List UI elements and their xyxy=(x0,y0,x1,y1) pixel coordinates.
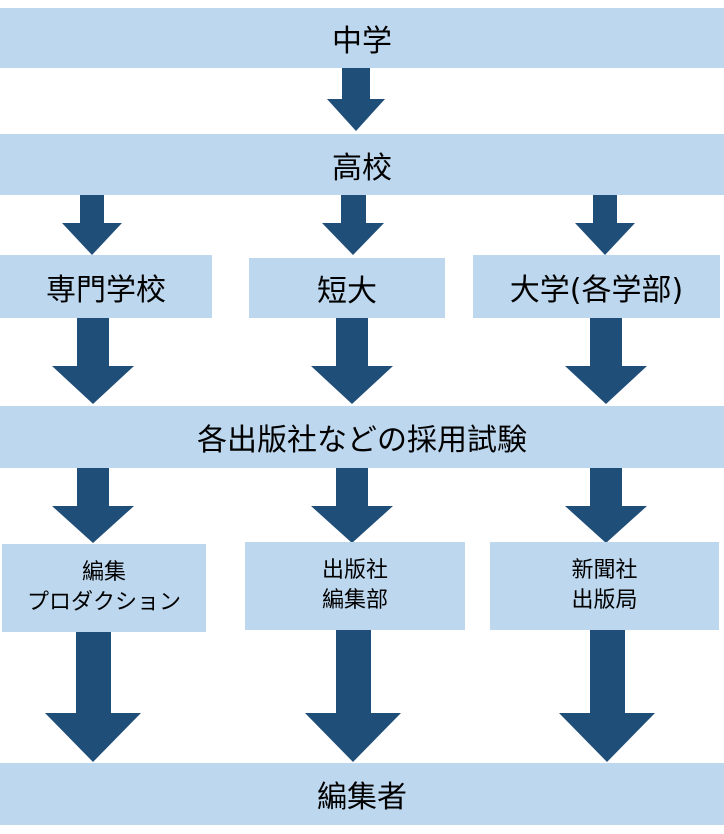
production-line1: 編集 xyxy=(81,560,126,585)
arrow-newspaper-to-editor xyxy=(559,630,655,762)
high-school-label: 高校 xyxy=(332,150,392,186)
vocational-school-box: 専門学校 xyxy=(0,255,212,318)
newspaper-line1: 新聞社 xyxy=(571,558,638,583)
production-box: 編集 プロダクション xyxy=(2,544,206,632)
exam-label: 各出版社などの採用試験 xyxy=(197,423,527,458)
high-school-box: 高校 xyxy=(0,134,724,195)
publisher-line1: 出版社 xyxy=(321,558,388,583)
arrow-exam-to-production xyxy=(52,468,134,543)
arrow-production-to-editor xyxy=(45,630,141,762)
production-line2: プロダクション xyxy=(26,590,181,615)
newspaper-line2: 出版局 xyxy=(571,588,638,613)
publisher-box: 出版社 編集部 xyxy=(245,542,465,630)
junior-high-box: 中学 xyxy=(0,8,724,68)
editor-box: 編集者 xyxy=(0,763,724,825)
arrow-vocational-to-exam xyxy=(52,318,134,404)
publisher-line2: 編集部 xyxy=(321,588,388,613)
arrow-exam-to-newspaper xyxy=(565,468,647,543)
arrow-university-to-exam xyxy=(565,318,647,404)
arrow-high-to-university xyxy=(575,195,635,255)
junior-college-label: 短大 xyxy=(317,274,377,309)
exam-box: 各出版社などの採用試験 xyxy=(0,406,724,468)
arrow-publisher-to-editor xyxy=(305,630,401,762)
arrow-high-to-vocational xyxy=(62,195,122,255)
arrow-high-to-junior-college xyxy=(322,195,384,255)
arrow-exam-to-publisher xyxy=(311,468,393,543)
university-label: 大学(各学部) xyxy=(509,272,684,308)
editor-label: 編集者 xyxy=(317,780,407,815)
arrow-junior-college-to-exam xyxy=(311,318,393,404)
junior-college-box: 短大 xyxy=(249,258,445,318)
arrow-junior-to-high xyxy=(327,67,385,131)
university-box: 大学(各学部) xyxy=(473,255,720,318)
newspaper-box: 新聞社 出版局 xyxy=(490,542,719,630)
junior-high-label: 中学 xyxy=(332,24,392,59)
vocational-school-label: 専門学校 xyxy=(46,272,166,308)
